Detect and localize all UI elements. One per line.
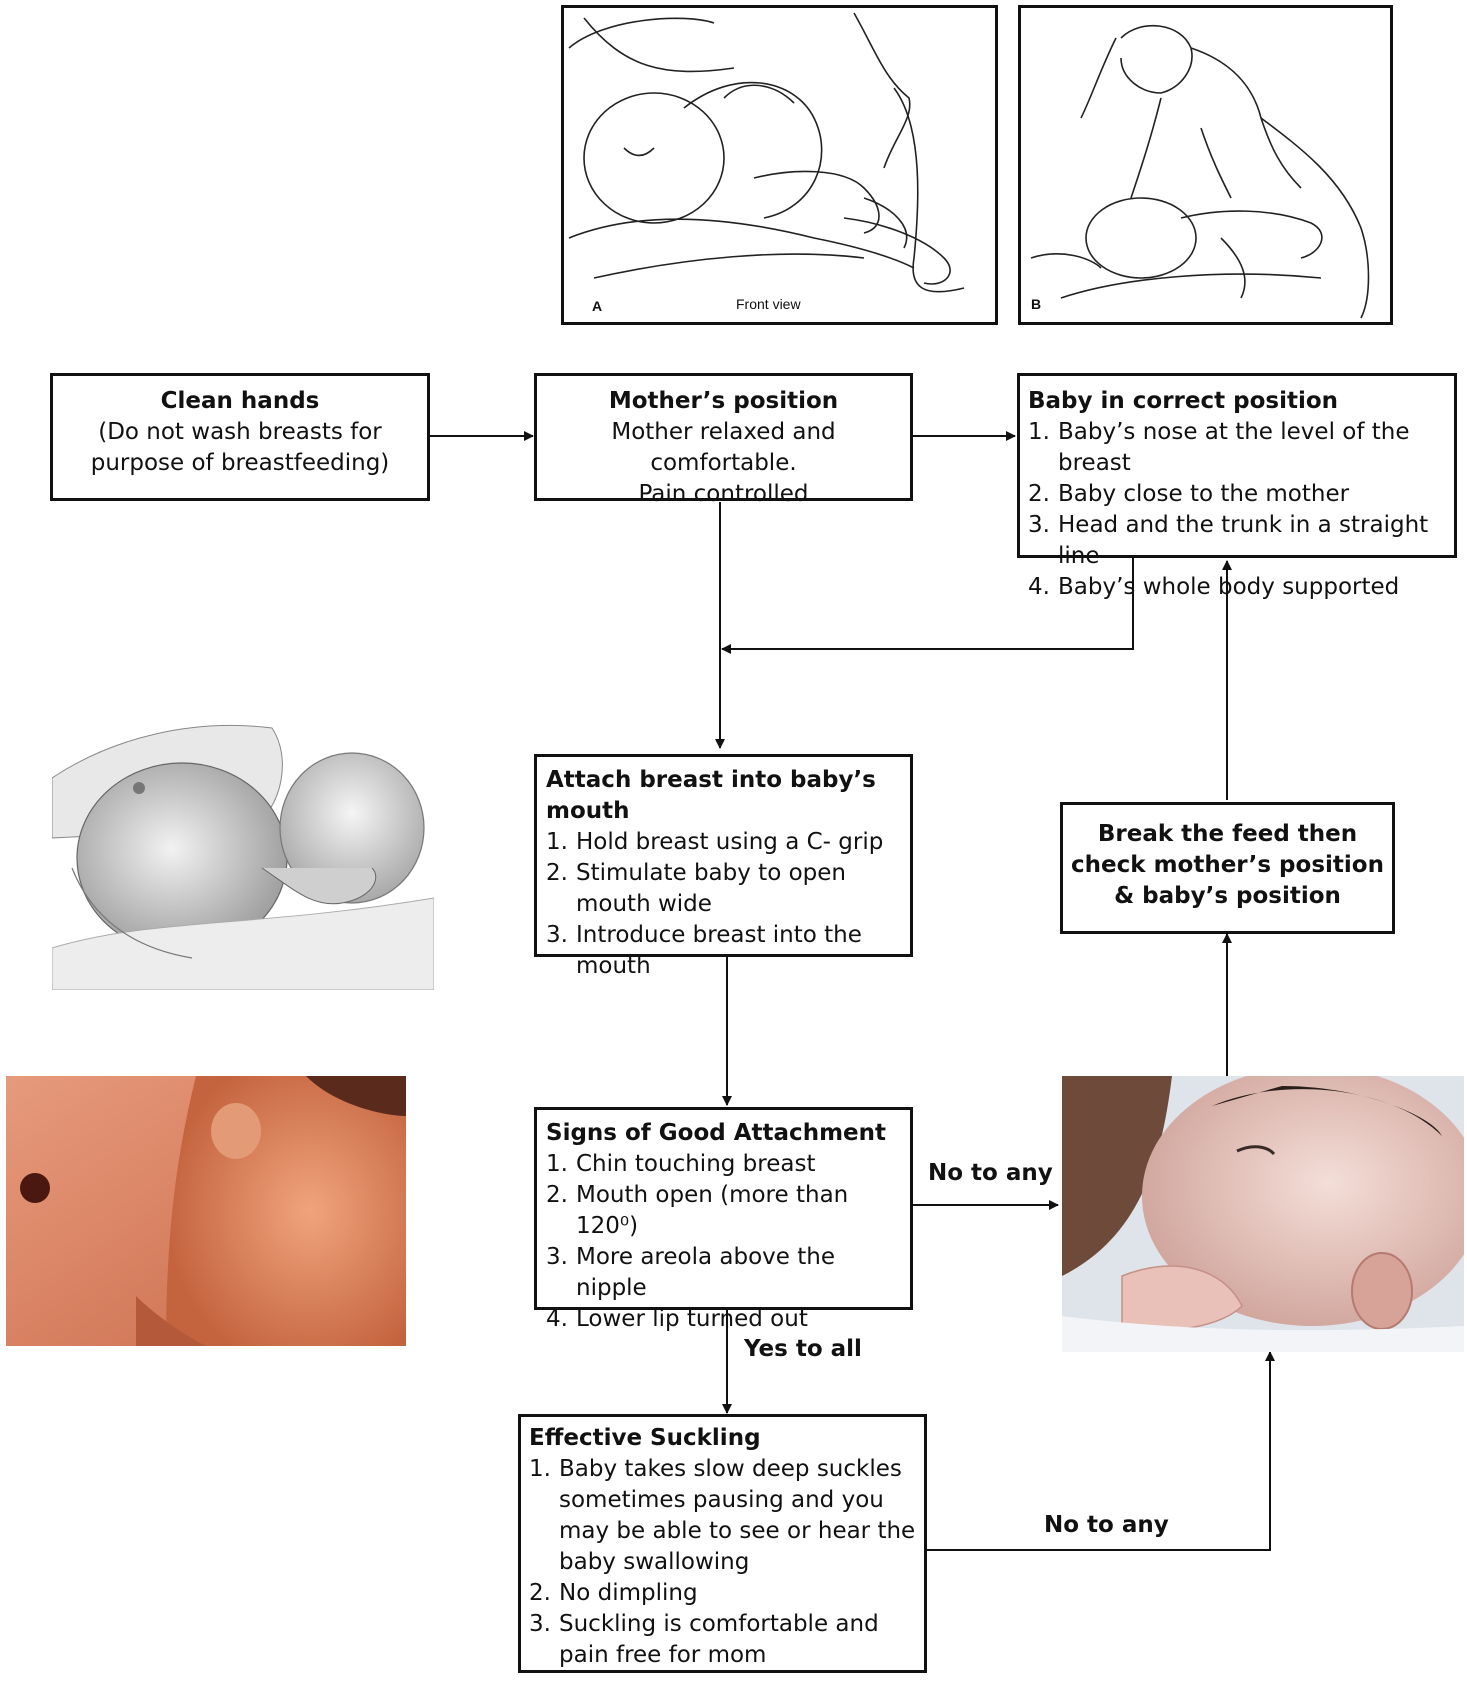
figure-caption-front-view: Front view bbox=[736, 296, 801, 312]
step-line: (Do not wash breasts for bbox=[98, 419, 382, 445]
step-line: Mother relaxed and comfortable. bbox=[611, 419, 836, 476]
figure-letter-a: A bbox=[592, 298, 603, 314]
item-number: 2. bbox=[546, 860, 568, 886]
step-mother-position: Mother’s position Mother relaxed and com… bbox=[534, 373, 913, 507]
photo-baby-poor-attachment bbox=[1062, 1076, 1464, 1352]
item-number: 4. bbox=[546, 1306, 568, 1332]
item-number: 1. bbox=[546, 1151, 568, 1177]
list-item: 1. Chin touching breast bbox=[546, 1149, 910, 1180]
figure-letter-b: B bbox=[1031, 296, 1042, 312]
arrow-suckling-no-to-photo bbox=[927, 1351, 1275, 1551]
step-line: purpose of breastfeeding) bbox=[90, 450, 390, 476]
list-item: 2. Baby close to the mother bbox=[1028, 479, 1454, 510]
step-good-attachment: Signs of Good Attachment 1. Chin touching… bbox=[534, 1107, 913, 1332]
item-text: Suckling is comfortable and pain free fo… bbox=[559, 1611, 879, 1668]
list-item: 3. Head and the trunk in a straight line bbox=[1028, 510, 1454, 572]
step-line: Break the feed then bbox=[1097, 821, 1358, 847]
arrow-baby-to-attach-line bbox=[721, 557, 1134, 654]
item-number: 3. bbox=[529, 1611, 551, 1637]
list-item: 1. Baby’s nose at the level of the breast bbox=[1028, 417, 1454, 479]
step-title: Mother’s position bbox=[608, 388, 839, 414]
step-effective-suckling: Effective Suckling 1. Baby takes slow dee… bbox=[518, 1414, 927, 1673]
step-title: Effective Suckling bbox=[529, 1425, 761, 1451]
step-line: & baby’s position bbox=[1114, 883, 1341, 909]
edge-label-yes-to-all: Yes to all bbox=[744, 1336, 862, 1362]
step-line: Pain controlled bbox=[638, 481, 809, 507]
item-text: Hold breast using a C- grip bbox=[576, 829, 884, 855]
step-clean-hands: Clean hands (Do not wash breasts for pur… bbox=[50, 373, 430, 501]
edge-label-no-to-any-attachment: No to any bbox=[928, 1160, 1053, 1186]
item-number: 1. bbox=[1028, 419, 1050, 445]
item-number: 2. bbox=[529, 1580, 551, 1606]
steps-list: 1. Hold breast using a C- grip 2. Stimulat… bbox=[546, 827, 910, 982]
sketch-mother-cradling-baby bbox=[1030, 24, 1370, 319]
item-text: Stimulate baby to open mouth wide bbox=[576, 860, 846, 917]
list-item: 3. Introduce breast into the mouth bbox=[546, 920, 910, 982]
item-text: Chin touching breast bbox=[576, 1151, 816, 1177]
photo-attachment-closeup bbox=[6, 1076, 406, 1346]
step-attach-breast: Attach breast into baby’s mouth 1. Hold b… bbox=[534, 754, 913, 979]
sketch-mother-holding-baby bbox=[568, 12, 965, 293]
list-item: 4. Baby’s whole body supported bbox=[1028, 572, 1454, 603]
criteria-list: 1. Baby’s nose at the level of the breast… bbox=[1028, 417, 1454, 603]
step-title: Attach breast into baby’s mouth bbox=[546, 767, 876, 824]
list-item: 1. Baby takes slow deep suckles sometimes… bbox=[529, 1454, 924, 1578]
list-item: 2. Mouth open (more than 120⁰) bbox=[546, 1180, 910, 1242]
step-line: check mother’s position bbox=[1071, 852, 1384, 878]
step-title: Baby in correct position bbox=[1028, 388, 1339, 414]
illustration-breast-attachment-sketch bbox=[52, 718, 434, 990]
step-break-feed: Break the feed then check mother’s posit… bbox=[1060, 802, 1395, 934]
item-text: Baby’s nose at the level of the breast bbox=[1058, 419, 1410, 476]
illustration-cradle-hold: B bbox=[1018, 5, 1393, 325]
item-text: Baby close to the mother bbox=[1058, 481, 1350, 507]
signs-list: 1. Baby takes slow deep suckles sometimes… bbox=[529, 1454, 924, 1671]
item-text: Head and the trunk in a straight line bbox=[1058, 512, 1429, 569]
illustration-front-view: A Front view bbox=[561, 5, 998, 325]
item-number: 4. bbox=[1028, 574, 1050, 600]
step-title: Signs of Good Attachment bbox=[546, 1120, 887, 1146]
list-item: 2. Stimulate baby to open mouth wide bbox=[546, 858, 910, 920]
item-number: 2. bbox=[1028, 481, 1050, 507]
step-baby-position: Baby in correct position 1. Baby’s nose a… bbox=[1017, 373, 1457, 600]
list-item: 3. More areola above the nipple bbox=[546, 1242, 910, 1304]
item-number: 3. bbox=[1028, 512, 1050, 538]
item-text: Introduce breast into the mouth bbox=[576, 922, 862, 979]
item-text: Mouth open (more than 120⁰) bbox=[576, 1182, 849, 1239]
step-title: Clean hands bbox=[160, 388, 320, 414]
item-text: Baby’s whole body supported bbox=[1058, 574, 1400, 600]
item-number: 2. bbox=[546, 1182, 568, 1208]
item-number: 1. bbox=[546, 829, 568, 855]
list-item: 1. Hold breast using a C- grip bbox=[546, 827, 910, 858]
item-number: 1. bbox=[529, 1456, 551, 1482]
list-item: 2. No dimpling bbox=[529, 1578, 924, 1609]
list-item: 4. Lower lip turned out bbox=[546, 1304, 910, 1335]
item-number: 3. bbox=[546, 1244, 568, 1270]
item-text: Baby takes slow deep suckles sometimes p… bbox=[559, 1456, 916, 1575]
item-text: Lower lip turned out bbox=[576, 1306, 808, 1332]
item-text: More areola above the nipple bbox=[576, 1244, 835, 1301]
list-item: 3. Suckling is comfortable and pain free … bbox=[529, 1609, 924, 1671]
edge-label-no-to-any-suckling: No to any bbox=[1044, 1512, 1169, 1538]
item-text: No dimpling bbox=[559, 1580, 698, 1606]
item-number: 3. bbox=[546, 922, 568, 948]
signs-list: 1. Chin touching breast 2. Mouth open (mor… bbox=[546, 1149, 910, 1335]
